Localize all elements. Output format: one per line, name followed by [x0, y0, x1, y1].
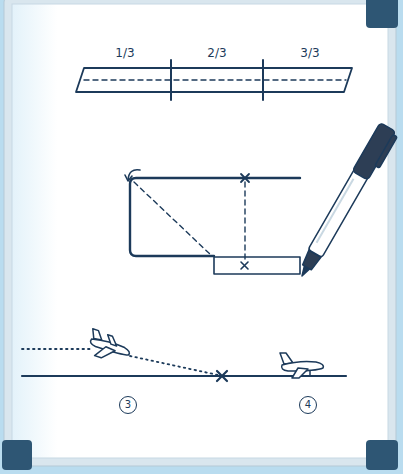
marker-pen: [294, 123, 399, 283]
fraction-label: 2/3: [207, 47, 226, 59]
fraction-label: 3/3: [300, 47, 319, 59]
callout-circle: 4: [299, 396, 317, 414]
third-divider: [262, 60, 264, 100]
frame-corner: [366, 0, 398, 28]
flight-path: [130, 356, 218, 375]
folded-strip: [130, 178, 300, 256]
fold-line: [84, 79, 346, 80]
touchdown-mark: [217, 371, 227, 381]
strip-end: [214, 257, 300, 274]
board-frame: [4, 0, 396, 466]
fold-arrowhead: [125, 175, 132, 181]
plane-landed: [280, 353, 323, 378]
callout-number: 3: [125, 400, 131, 410]
flight-path: [22, 348, 92, 350]
x-mark: [241, 174, 249, 182]
board-surface: [12, 4, 388, 458]
diagonal-guide: [134, 182, 212, 256]
callout-number: 4: [305, 400, 311, 410]
paper-strip: [76, 68, 352, 92]
frame-corner: [2, 440, 32, 470]
x-mark: [241, 262, 248, 269]
frame-corner: [366, 440, 398, 470]
plane-landing: [85, 329, 133, 366]
vertical-guide: [244, 182, 245, 260]
callout-circle: 3: [119, 396, 137, 414]
fraction-label: 1/3: [115, 47, 134, 59]
third-divider: [170, 60, 172, 100]
